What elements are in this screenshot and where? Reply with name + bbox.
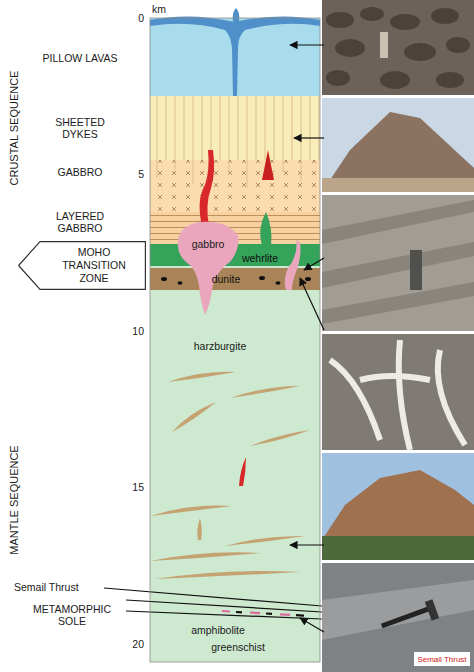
box-label: MOHO TRANSITION ZONE xyxy=(52,246,136,285)
sequence-name: CRUSTAL SEQUENCE xyxy=(8,28,20,228)
rock-name: wehrlite xyxy=(232,252,288,264)
depth-tick: 15 xyxy=(118,481,144,493)
rock-name: dunite xyxy=(200,273,252,285)
moho-arrow-box: MOHO TRANSITION ZONE xyxy=(18,241,146,290)
layer-name: SHEETED DYKES xyxy=(38,116,122,140)
layer-name: PILLOW LAVAS xyxy=(38,52,122,64)
sequence-name: MANTLE SEQUENCE xyxy=(8,400,20,600)
depth-tick: 5 xyxy=(118,168,144,180)
depth-tick: 0 xyxy=(118,12,144,24)
rock-name: gabbro xyxy=(180,238,236,250)
scale-unit: km xyxy=(152,3,182,15)
layer-name: LAYERED GABBRO xyxy=(38,210,122,234)
depth-tick: 10 xyxy=(118,325,144,337)
layer-name: GABBRO xyxy=(38,166,122,178)
photo-caption: Semail Thrust xyxy=(414,654,470,666)
rock-name: amphibolite xyxy=(178,624,258,636)
depth-tick: 20 xyxy=(118,638,144,650)
layer-name: METAMORPHIC SOLE xyxy=(22,603,122,627)
photo xyxy=(322,0,474,95)
rock-name: greenschist xyxy=(198,641,278,653)
box-text: MOHO TRANSITION ZONE xyxy=(52,246,136,285)
rock-name: harzburgite xyxy=(180,340,260,352)
thrust-name: Semail Thrust xyxy=(14,581,104,593)
arrow-shape xyxy=(19,242,146,290)
